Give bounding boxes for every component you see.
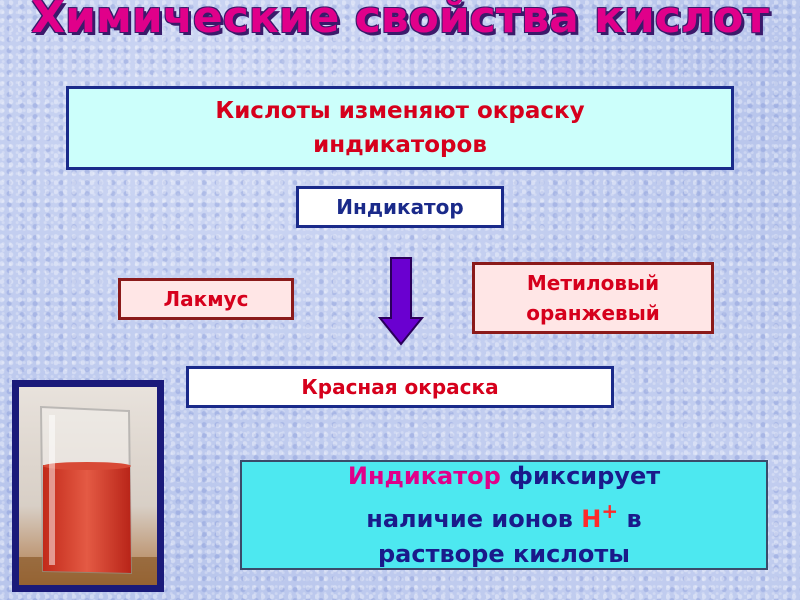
conclusion-line-2-end: в: [618, 504, 642, 533]
main-statement-line-1: Кислоты изменяют окраску: [215, 98, 585, 124]
litmus-box: Лакмус: [118, 278, 294, 320]
main-statement-box: Кислоты изменяют окраску индикаторов: [66, 86, 734, 170]
conclusion-line-2-start: наличие ионов: [366, 504, 582, 533]
conclusion-line-3: растворе кислоты: [377, 539, 630, 568]
conclusion-word-indicator: Индикатор: [347, 461, 501, 490]
conclusion-line-2: наличие ионов Н+ в: [348, 494, 660, 537]
red-color-box: Красная окраска: [186, 366, 614, 408]
hydrogen-ion-charge: +: [601, 498, 619, 523]
main-statement-line-2: индикаторов: [313, 132, 487, 158]
conclusion-word-fixes: фиксирует: [500, 461, 661, 490]
methyl-orange-line-1: Метиловый: [526, 271, 660, 295]
beaker-icon: [19, 387, 157, 585]
indicator-label: Индикатор: [336, 195, 464, 219]
conclusion-line-1: Индикатор фиксирует: [348, 459, 660, 494]
indicator-box: Индикатор: [296, 186, 504, 228]
methyl-orange-box: Метиловый оранжевый: [472, 262, 714, 334]
down-arrow-icon: [377, 256, 425, 346]
litmus-label: Лакмус: [163, 287, 249, 311]
slide-title: Химические свойства кислот: [31, 0, 769, 43]
methyl-orange-line-2: оранжевый: [526, 301, 660, 325]
conclusion-box: Индикатор фиксирует наличие ионов Н+ в р…: [240, 460, 768, 570]
hydrogen-ion: Н+: [581, 499, 618, 533]
beaker-photo-frame: [12, 380, 164, 592]
red-color-label: Красная окраска: [301, 375, 499, 399]
hydrogen-ion-symbol: Н: [581, 504, 602, 533]
